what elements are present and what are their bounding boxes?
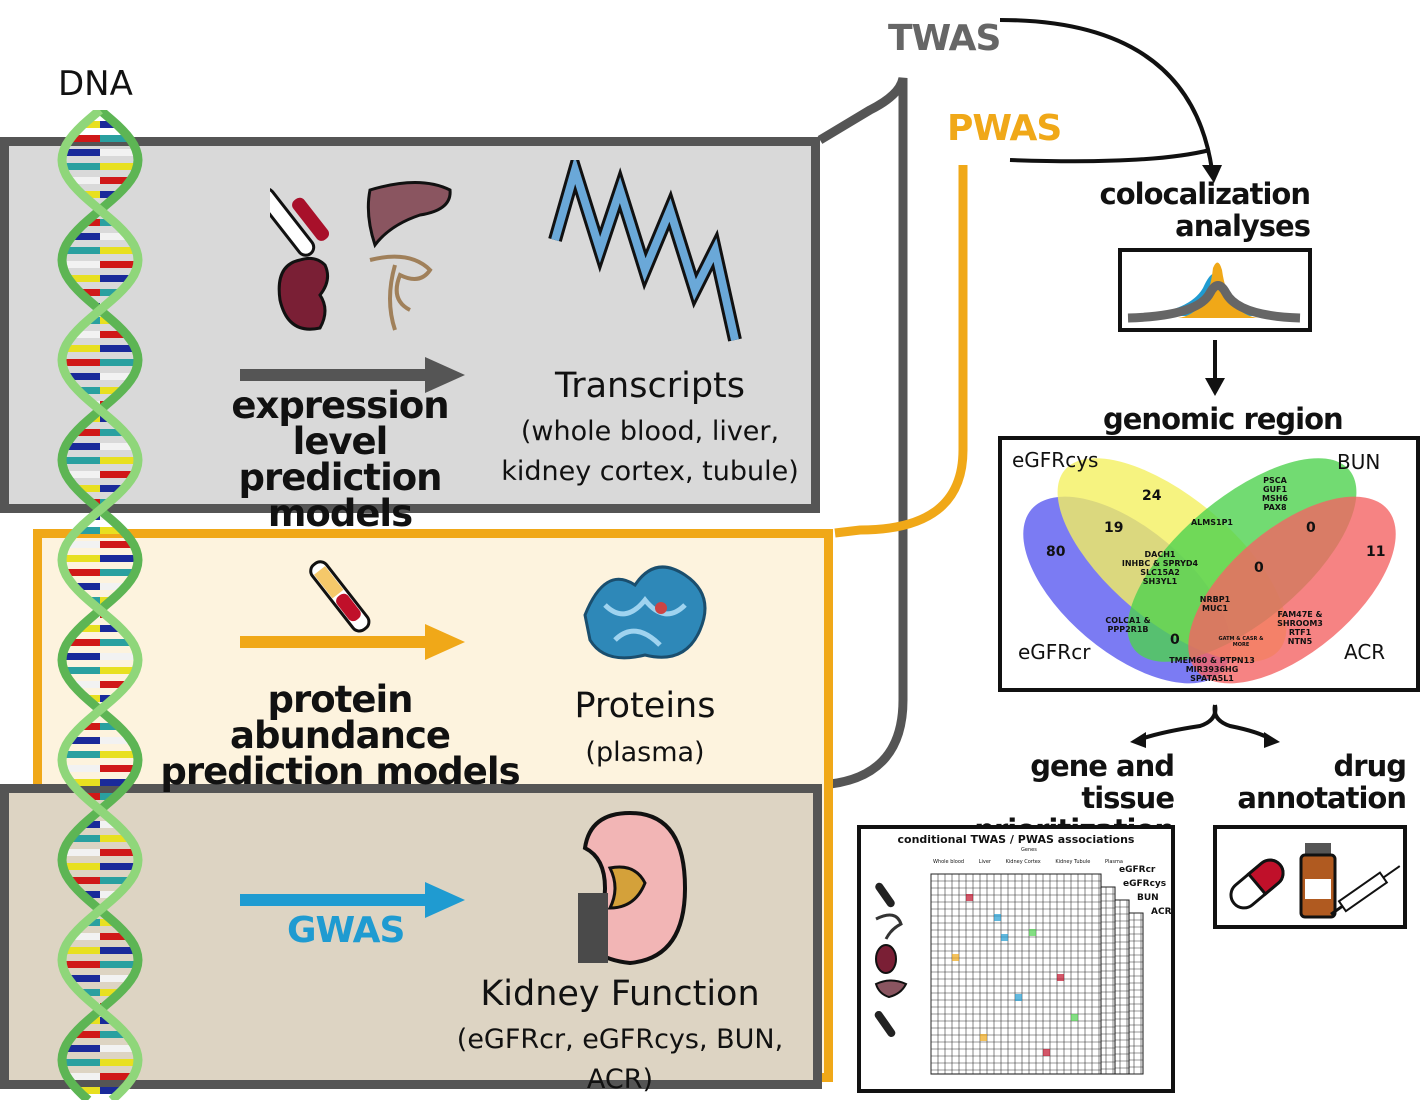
gwas-panel	[0, 784, 822, 1089]
expression-model-title: expression level prediction models	[231, 384, 449, 535]
arrow-down	[1205, 340, 1225, 396]
tubule-icon	[369, 254, 433, 331]
venn-count-egfrcr-bottom: 0	[1170, 632, 1180, 648]
venn-set-egfrcr: eGFRcr	[1018, 640, 1091, 664]
venn-count-bun-only: 24	[1142, 488, 1162, 504]
syringe-icon	[1330, 865, 1401, 916]
vial-icon	[1299, 843, 1337, 919]
pill-icon	[1229, 858, 1285, 910]
blood-tube-icon	[270, 187, 330, 257]
venn-set-acr: ACR	[1344, 640, 1386, 664]
pwas-label: PWAS	[947, 108, 1062, 149]
venn-genes-bottom-small: GATM & CASR &MORE	[1218, 636, 1264, 648]
kidney-icon	[277, 256, 330, 331]
drug-title: drug annotation	[1237, 749, 1407, 815]
venn-genes-egfrcr-left: COLCA1 &PPP2R1B	[1105, 616, 1151, 634]
protein-structure-icon	[583, 565, 707, 660]
liver-icon	[366, 181, 452, 249]
venn-diagram: eGFRcys BUN eGFRcr ACR 80 24 11 19 0 0 0…	[998, 436, 1420, 692]
kidney-function-title: Kidney Function	[480, 974, 760, 1014]
colocalization-title: colocalization analyses	[1099, 177, 1311, 243]
venn-count-acr-only: 11	[1366, 544, 1386, 560]
heatmap-genes-label: Genes	[1021, 847, 1037, 853]
heatmap-grids	[874, 873, 1144, 1075]
proteins-title: Proteins	[574, 686, 716, 726]
heatmap-trait-egfrcys: eGFRcys	[1123, 879, 1167, 889]
transcripts-title: Transcripts	[554, 366, 746, 406]
kidney-function-icon	[578, 810, 688, 966]
gwas-arrow-label: GWAS	[287, 910, 405, 951]
venn-count-egfrcys-bun: 19	[1104, 520, 1124, 536]
heatmap-trait-bun: BUN	[1137, 893, 1159, 903]
arrow-orange	[240, 624, 465, 660]
venn-set-egfrcys: eGFRcys	[1012, 448, 1099, 472]
drug-panel	[1213, 825, 1407, 929]
twas-label: TWAS	[888, 18, 1001, 59]
kidney-function-subtitle: (eGFRcr, eGFRcys, BUN, ACR)	[456, 1024, 784, 1095]
tissue-icons	[270, 181, 452, 331]
proteins-subtitle: (plasma)	[585, 737, 705, 768]
dna-label: DNA	[58, 64, 133, 104]
heatmap-trait-acr: ACR	[1151, 907, 1172, 917]
dna-helix-icon	[57, 110, 143, 1100]
heatmap-tissue-icons	[874, 882, 908, 1038]
heatmap-panel: conditional TWAS / PWAS associations Gen…	[857, 825, 1175, 1093]
venn-set-bun: BUN	[1337, 450, 1381, 474]
heatmap-trait-egfrcr: eGFRcr	[1119, 865, 1156, 875]
transcript-rna-icon	[548, 160, 742, 342]
venn-count-center-right: 0	[1254, 560, 1264, 576]
transcripts-subtitle: (whole blood, liver, kidney cortex, tubu…	[501, 416, 799, 487]
protein-model-title: protein abundance prediction models	[160, 678, 520, 793]
venn-genes-upper-middle: ALMS1P1	[1190, 518, 1233, 527]
heatmap-title: conditional TWAS / PWAS associations	[897, 833, 1135, 846]
venn-count-egfrcys-only: 80	[1046, 544, 1066, 560]
split-arrow	[1130, 704, 1280, 748]
colocalization-plot-icon	[1118, 248, 1312, 332]
plasma-tube-icon	[309, 560, 371, 633]
arrow-blue	[240, 882, 465, 918]
venn-count-bun-acr: 0	[1306, 520, 1316, 536]
arrow-gray	[240, 357, 465, 393]
